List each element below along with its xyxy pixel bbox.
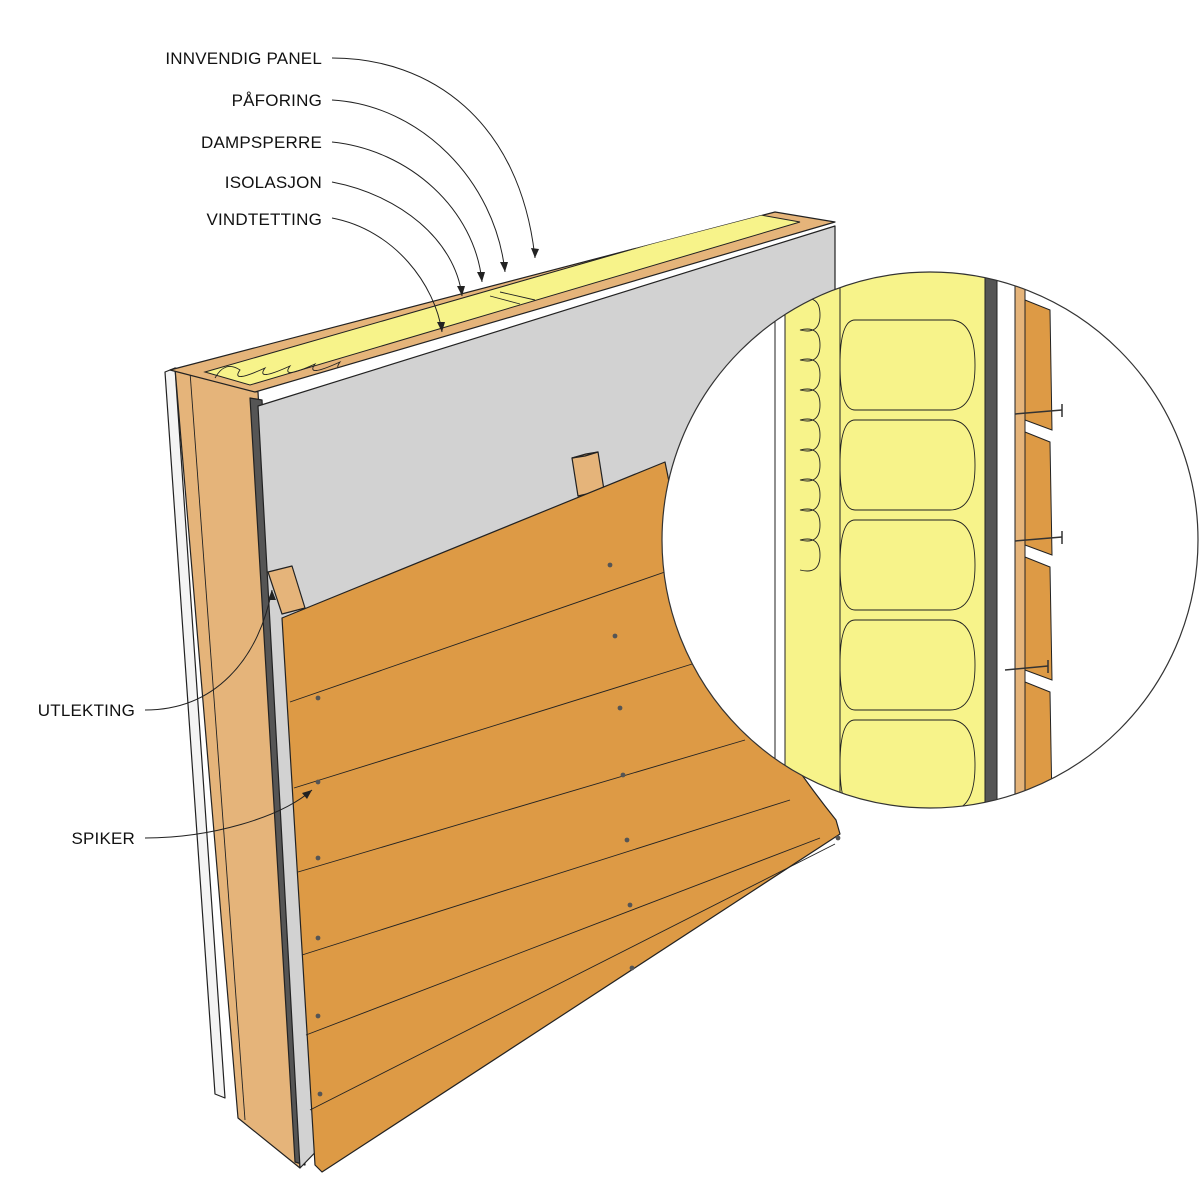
label-utlekting: UTLEKTING bbox=[38, 701, 135, 720]
nail-dot bbox=[315, 855, 321, 861]
callout-labels: INNVENDIG PANEL PÅFORING DAMPSPERRE ISOL… bbox=[38, 49, 322, 848]
nail-dot bbox=[624, 837, 630, 843]
nail-dot bbox=[835, 835, 841, 841]
nail-dot bbox=[315, 695, 321, 701]
nail-dot bbox=[315, 779, 321, 785]
nail-dot bbox=[607, 562, 613, 568]
detail-magnifier bbox=[661, 271, 1199, 809]
nail-dot bbox=[629, 965, 635, 971]
label-spiker: SPIKER bbox=[71, 829, 135, 848]
label-isolasjon: ISOLASJON bbox=[225, 173, 322, 192]
nail-dot bbox=[317, 1091, 323, 1097]
label-dampsperre: DAMPSPERRE bbox=[201, 133, 322, 152]
nail-dot bbox=[315, 1013, 321, 1019]
label-vindtetting: VINDTETTING bbox=[206, 210, 322, 229]
nail-dot bbox=[627, 902, 633, 908]
label-innvendig-panel: INNVENDIG PANEL bbox=[165, 49, 322, 68]
label-paforing: PÅFORING bbox=[232, 91, 322, 110]
nail-dot bbox=[315, 935, 321, 941]
nail-dot bbox=[620, 772, 626, 778]
nail-dot bbox=[612, 633, 618, 639]
nail-dot bbox=[617, 705, 623, 711]
leader-lines bbox=[144, 57, 539, 839]
